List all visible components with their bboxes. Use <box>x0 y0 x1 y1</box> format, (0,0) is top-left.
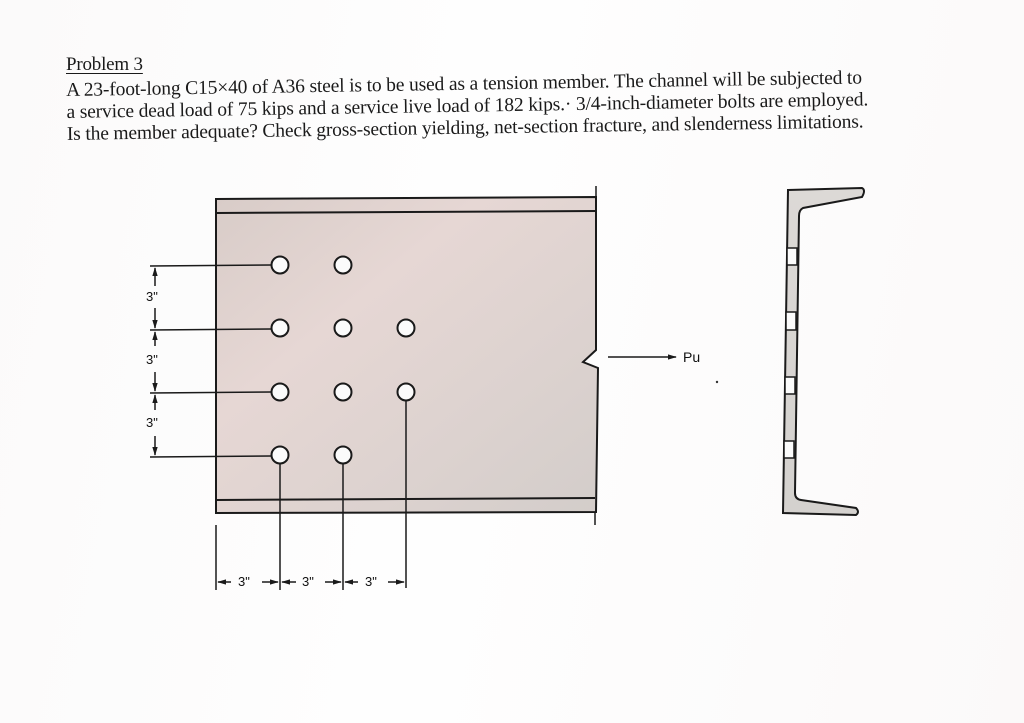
channel-plan-view <box>215 186 600 525</box>
column-spacing-label-1: 3" <box>238 574 250 589</box>
channel-cross-section <box>781 186 865 517</box>
bolt-holes <box>270 255 416 465</box>
load-label-pu: Pu <box>683 349 701 365</box>
problem-title: Problem 3 <box>66 54 143 75</box>
scan-speck <box>715 380 719 384</box>
horizontal-dimensions <box>215 401 407 590</box>
column-spacing-label-3: 3" <box>365 574 377 589</box>
row-spacing-label-2: 3" <box>146 352 158 367</box>
row-spacing-label-3: 3" <box>146 415 158 430</box>
column-spacing-label-2: 3" <box>302 574 314 589</box>
row-spacing-label-1: 3" <box>146 289 158 304</box>
vertical-dimensions <box>149 264 272 458</box>
